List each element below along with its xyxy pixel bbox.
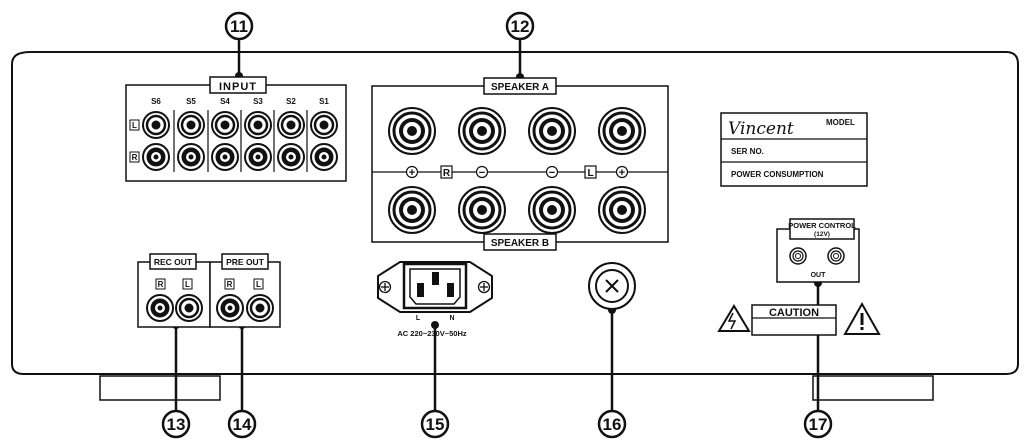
callout-11: 11 bbox=[224, 11, 254, 41]
rec-out-title: REC OUT bbox=[154, 257, 193, 267]
input-s2-right-jack[interactable] bbox=[277, 143, 305, 171]
rec-out-l-label: L bbox=[185, 280, 190, 289]
caution-area: CAUTION bbox=[717, 301, 881, 336]
serial-label: SER NO. bbox=[731, 147, 764, 156]
callout-16-number: 16 bbox=[603, 415, 622, 434]
callout-15-number: 15 bbox=[426, 415, 445, 434]
speaker-b-left-plus-terminal[interactable] bbox=[597, 185, 647, 235]
ac-power-inlet[interactable]: L N bbox=[377, 261, 493, 322]
callout-16: 16 bbox=[597, 409, 627, 439]
exclamation-warning-icon bbox=[843, 301, 881, 335]
callout-15: 15 bbox=[420, 409, 450, 439]
callout-lines bbox=[174, 39, 820, 410]
input-s5-left-jack[interactable] bbox=[176, 110, 206, 140]
input-s1-right-jack[interactable] bbox=[310, 143, 338, 171]
pre-out-section: PRE OUT R L bbox=[209, 253, 281, 328]
speaker-b-left-minus-terminal[interactable] bbox=[527, 185, 577, 235]
pre-out-l-label: L bbox=[256, 280, 261, 289]
speaker-left-label: L bbox=[587, 168, 593, 179]
callout-12-number: 12 bbox=[511, 17, 530, 36]
foot-right bbox=[812, 375, 934, 401]
speaker-section: SPEAKER A SPEAKER B + − − + R L bbox=[371, 77, 669, 251]
input-row-left-label: L bbox=[132, 121, 137, 130]
input-s1-left-jack[interactable] bbox=[309, 110, 339, 140]
input-s4-left-jack[interactable] bbox=[210, 110, 240, 140]
input-channel-s6: S6 bbox=[151, 97, 161, 106]
pre-out-title: PRE OUT bbox=[226, 257, 265, 267]
ac-inlet-n-label: N bbox=[449, 315, 454, 322]
ac-rating-text: AC 220~230V~50Hz bbox=[397, 329, 466, 338]
rec-out-left-jack[interactable] bbox=[174, 293, 204, 323]
pre-out-r-label: R bbox=[227, 280, 233, 289]
input-s2-left-jack[interactable] bbox=[276, 110, 306, 140]
input-section: INPUT S6 S5 S4 S3 S2 S1 L R bbox=[125, 76, 347, 182]
pre-out-left-jack[interactable] bbox=[245, 293, 275, 323]
plus-icon: + bbox=[405, 165, 419, 179]
input-row-right-label: R bbox=[132, 153, 138, 162]
screw-icon bbox=[477, 280, 491, 294]
plus-icon: + bbox=[615, 165, 629, 179]
power-consumption-label: POWER CONSUMPTION bbox=[731, 170, 824, 179]
input-s6-left-jack[interactable] bbox=[141, 110, 171, 140]
input-s6-right-jack[interactable] bbox=[142, 143, 170, 171]
brand-logo: Vincent bbox=[728, 119, 794, 139]
speaker-a-right-minus-terminal[interactable] bbox=[457, 106, 507, 156]
trigger-out-jack-2[interactable] bbox=[827, 247, 845, 265]
speaker-b-right-plus-terminal[interactable] bbox=[387, 185, 437, 235]
input-channel-s5: S5 bbox=[186, 97, 196, 106]
input-channel-s2: S2 bbox=[286, 97, 296, 106]
trigger-out-jack-1[interactable] bbox=[789, 247, 807, 265]
minus-icon: − bbox=[475, 165, 489, 179]
callout-13-number: 13 bbox=[167, 415, 186, 434]
input-channel-s1: S1 bbox=[319, 97, 329, 106]
callout-17-number: 17 bbox=[809, 415, 828, 434]
speaker-b-label: SPEAKER B bbox=[491, 238, 549, 249]
caution-label: CAUTION bbox=[769, 307, 819, 319]
callout-17: 17 bbox=[803, 409, 833, 439]
callout-14-number: 14 bbox=[233, 415, 252, 434]
svg-text:−: − bbox=[479, 167, 485, 179]
speaker-b-right-minus-terminal[interactable] bbox=[457, 185, 507, 235]
input-s4-right-jack[interactable] bbox=[211, 143, 239, 171]
input-s3-left-jack[interactable] bbox=[243, 110, 273, 140]
power-control-voltage: (12V) bbox=[814, 231, 830, 238]
rec-out-right-jack[interactable] bbox=[146, 294, 174, 322]
speaker-right-label: R bbox=[443, 168, 451, 179]
speaker-a-left-minus-terminal[interactable] bbox=[527, 106, 577, 156]
callout-14: 14 bbox=[227, 409, 257, 439]
input-s5-right-jack[interactable] bbox=[177, 143, 205, 171]
power-control-section: POWER CONTROL (12V) OUT bbox=[776, 218, 860, 283]
svg-text:−: − bbox=[549, 167, 555, 179]
input-channel-s4: S4 bbox=[220, 97, 230, 106]
fuse-holder[interactable] bbox=[588, 262, 636, 310]
speaker-a-label: SPEAKER A bbox=[491, 82, 549, 93]
power-control-title: POWER CONTROL bbox=[788, 221, 856, 230]
callout-11-number: 11 bbox=[230, 17, 248, 36]
input-channel-s3: S3 bbox=[253, 97, 263, 106]
foot-left bbox=[99, 375, 221, 401]
speaker-a-left-plus-terminal[interactable] bbox=[597, 106, 647, 156]
callout-13: 13 bbox=[161, 409, 191, 439]
svg-text:+: + bbox=[409, 167, 415, 179]
model-label: MODEL bbox=[826, 118, 855, 127]
lightning-warning-icon bbox=[717, 304, 751, 332]
rec-out-section: REC OUT R L bbox=[137, 253, 211, 328]
input-title: INPUT bbox=[219, 81, 257, 93]
power-control-out-label: OUT bbox=[811, 272, 827, 279]
ac-inlet-l-label: L bbox=[416, 315, 421, 322]
input-s3-right-jack[interactable] bbox=[244, 143, 272, 171]
pre-out-right-jack[interactable] bbox=[216, 294, 244, 322]
minus-icon: − bbox=[545, 165, 559, 179]
rec-out-r-label: R bbox=[158, 280, 164, 289]
speaker-a-right-plus-terminal[interactable] bbox=[387, 106, 437, 156]
svg-text:+: + bbox=[619, 167, 625, 179]
model-plate: Vincent MODEL SER NO. POWER CONSUMPTION bbox=[720, 112, 868, 187]
callout-12: 12 bbox=[505, 11, 535, 41]
screw-icon bbox=[378, 280, 392, 294]
